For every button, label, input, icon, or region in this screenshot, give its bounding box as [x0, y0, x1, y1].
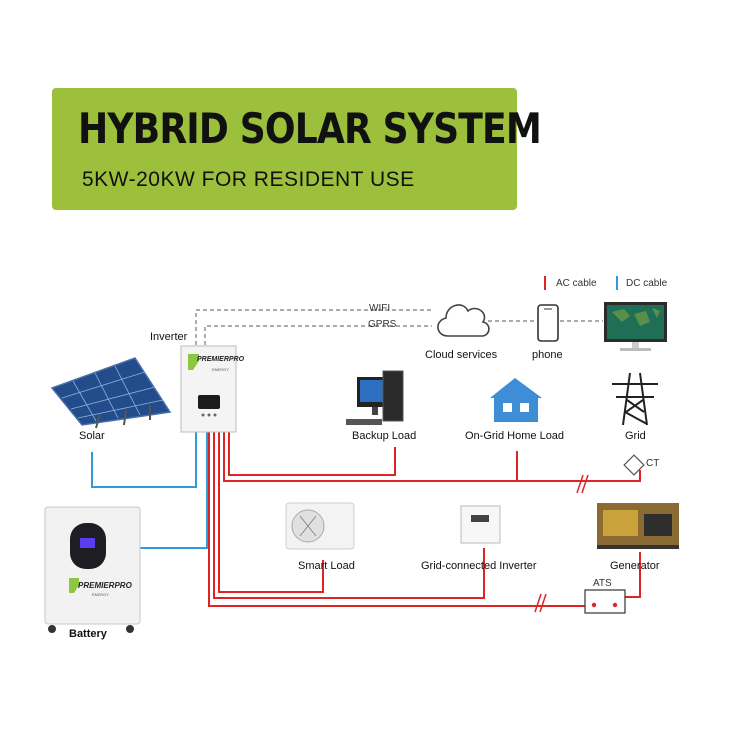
ac-cables: [208, 432, 641, 607]
wifi-line: [195, 309, 432, 345]
legend: [544, 276, 618, 290]
house-icon: [490, 378, 542, 422]
ats-label: ATS: [593, 578, 612, 589]
smart-load-cable: [218, 432, 324, 593]
inverter-logo-text: PREMIERPRO: [197, 356, 245, 363]
ac-cable-legend-label: AC cable: [556, 278, 597, 289]
title-banner: HYBRID SOLAR SYSTEM 5KW-20KW FOR RESIDEN…: [52, 88, 542, 210]
banner-title: HYBRID SOLAR SYSTEM: [78, 104, 542, 153]
backup-load-label: Backup Load: [352, 430, 417, 442]
generator-icon: [597, 503, 679, 549]
cloud-icon: [437, 304, 490, 337]
banner-subtitle: 5KW-20KW FOR RESIDENT USE: [82, 168, 415, 191]
gprs-line: [204, 325, 432, 345]
ac-legend-swatch: [544, 276, 546, 290]
battery-logo-text: PREMIERPRO: [78, 581, 132, 590]
inverter-logo-sub: ENERGY: [212, 367, 229, 372]
grid-connected-inverter-label: Grid-connected Inverter: [421, 560, 537, 572]
gprs-label: GPRS: [368, 319, 397, 330]
ats-box-icon: [584, 589, 626, 614]
comm-lines: [195, 309, 603, 345]
grid-label: Grid: [625, 430, 646, 442]
grid-inverter-cable: [213, 432, 485, 599]
ct-sensor-icon: [623, 454, 645, 476]
grid-inverter-icon: [460, 505, 501, 544]
dc-cables: [91, 432, 208, 549]
monitor-icon: [604, 302, 667, 351]
ats-cable: [208, 432, 590, 607]
phone-icon: [537, 304, 559, 342]
phone-label: phone: [532, 349, 563, 361]
desktop-pc-icon: [346, 370, 404, 425]
solar-label: Solar: [79, 430, 105, 442]
cable-break-marks: [534, 474, 589, 613]
grid-cable: [223, 432, 641, 482]
backup-load-cable: [228, 432, 396, 476]
smart-load-label: Smart Load: [298, 560, 355, 572]
inverter-unit-icon: [180, 345, 237, 433]
ac-unit-icon: [285, 502, 355, 550]
battery-label: Battery: [69, 628, 107, 640]
solar-panel-icon: [50, 357, 172, 429]
battery-dc-cable: [140, 432, 208, 549]
solar-dc-cable: [91, 432, 197, 488]
ats-generator-cable: [620, 552, 641, 598]
grid-pylon-icon: [612, 372, 658, 426]
dc-cable-legend-label: DC cable: [626, 278, 668, 289]
generator-label: Generator: [610, 560, 660, 572]
ongrid-home-load-label: On-Grid Home Load: [465, 430, 565, 442]
ct-label: CT: [646, 458, 660, 469]
inverter-label: Inverter: [150, 331, 188, 343]
dc-legend-swatch: [616, 276, 618, 290]
battery-logo-sub: ENERGY: [92, 592, 109, 597]
battery-unit-icon: [44, 506, 141, 633]
cloud-services-label: Cloud services: [425, 349, 498, 361]
wifi-label: WIFI: [369, 303, 391, 314]
